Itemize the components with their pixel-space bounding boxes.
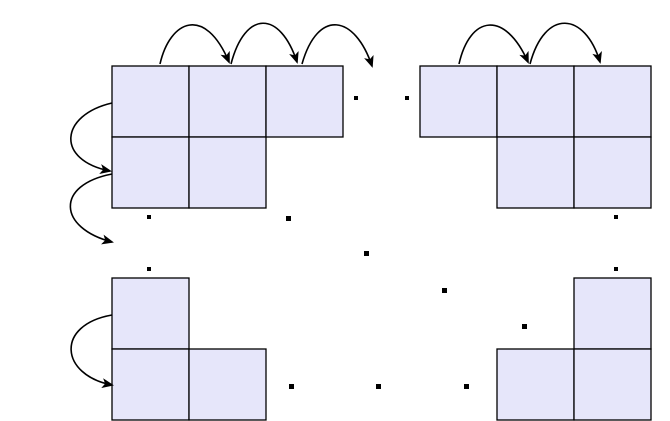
- dot: [376, 384, 381, 389]
- grid-cell: [419, 65, 498, 138]
- bottom-right-shape: [496, 277, 652, 421]
- grid-cell: [111, 277, 190, 350]
- grid-cell: [265, 65, 344, 138]
- arc-arrow: [529, 22, 602, 65]
- dot: [442, 288, 447, 293]
- dot: [464, 384, 469, 389]
- dot: [614, 215, 618, 219]
- arc-arrow: [458, 24, 529, 65]
- arc-arrow: [159, 24, 230, 65]
- top-right-shape: [419, 65, 652, 209]
- dot: [147, 267, 151, 271]
- grid-cell: [573, 348, 652, 421]
- grid-cell: [188, 348, 267, 421]
- dot: [147, 215, 151, 219]
- dot: [289, 384, 294, 389]
- bottom-left-shape: [111, 277, 267, 421]
- arc-arrow: [301, 24, 374, 68]
- top-left-shape: [111, 65, 344, 209]
- grid-cell: [496, 65, 575, 138]
- grid-cell: [496, 136, 575, 209]
- grid-cell: [573, 65, 652, 138]
- dot: [614, 267, 618, 271]
- grid-cell: [111, 65, 190, 138]
- grid-cell: [188, 65, 267, 138]
- arc-arrow: [230, 22, 299, 65]
- side-arrow: [70, 314, 114, 389]
- side-arrow: [70, 102, 113, 174]
- grid-cell: [496, 348, 575, 421]
- grid-cell: [573, 277, 652, 350]
- ellipsis-dots: [147, 96, 618, 389]
- side-arrow: [69, 173, 114, 245]
- dot: [354, 96, 358, 100]
- dot: [364, 251, 369, 256]
- dot: [522, 324, 527, 329]
- dot: [286, 216, 291, 221]
- grid-cell: [111, 136, 190, 209]
- grid-cell: [111, 348, 190, 421]
- dot: [405, 96, 409, 100]
- grid-cell: [573, 136, 652, 209]
- grid-cell: [188, 136, 267, 209]
- arrows: [69, 22, 602, 389]
